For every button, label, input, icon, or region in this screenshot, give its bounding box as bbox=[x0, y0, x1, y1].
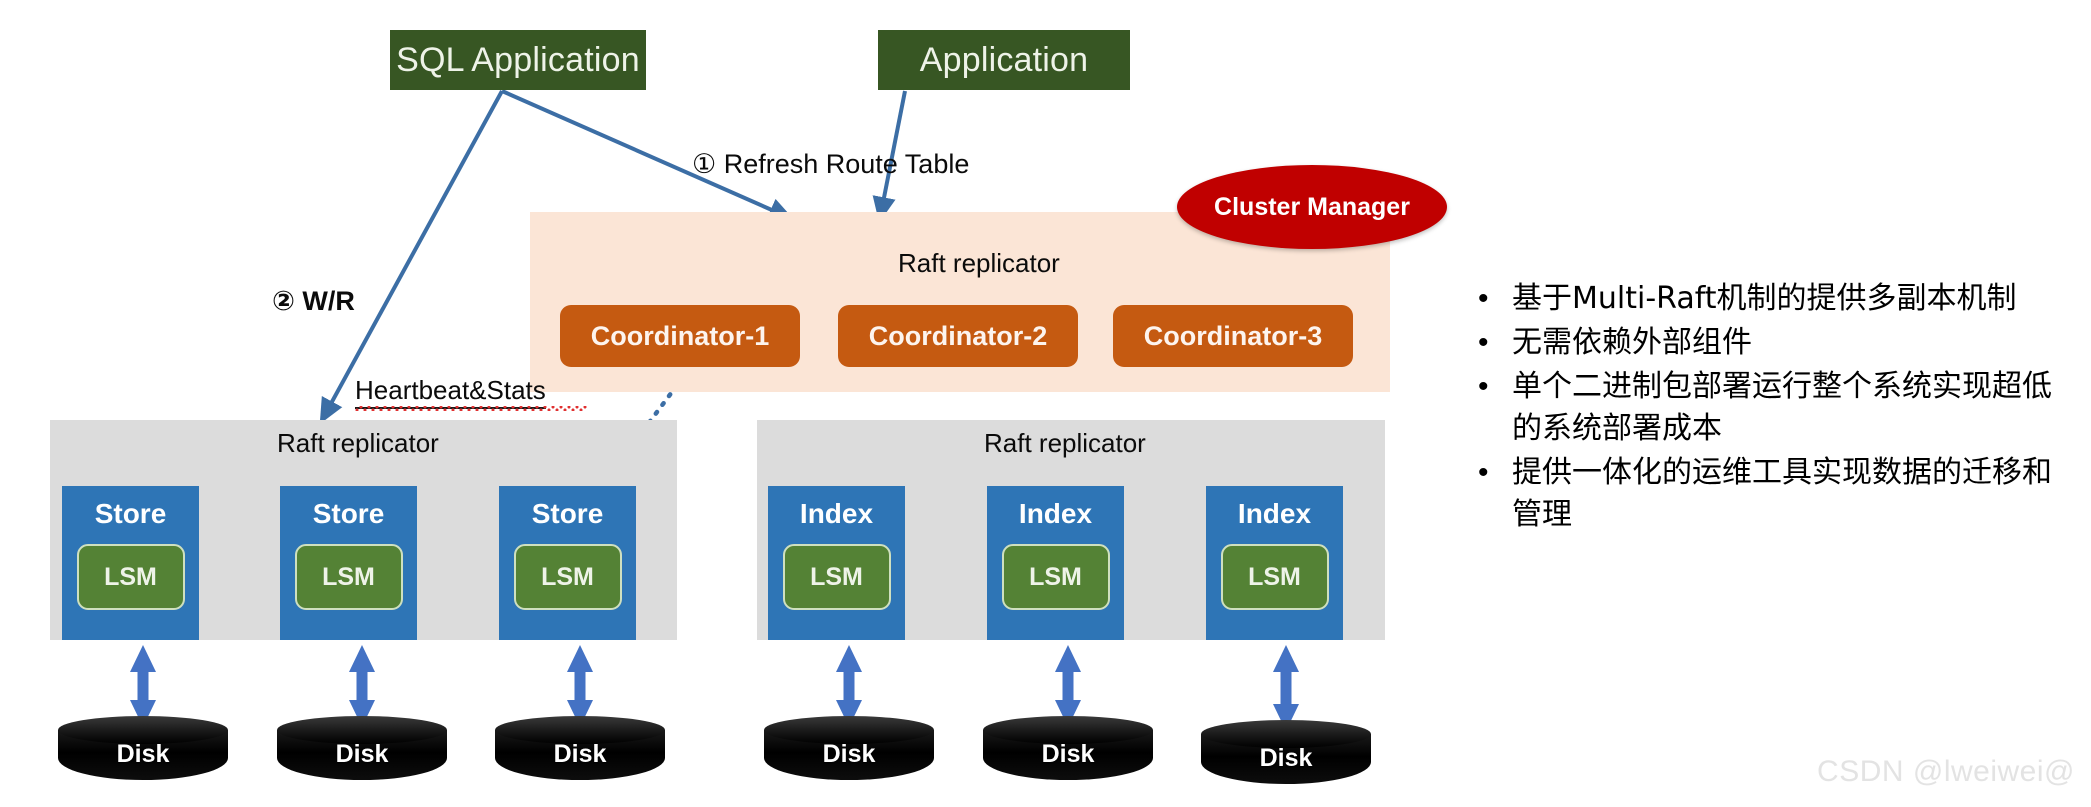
cluster-manager-node[interactable]: Cluster Manager bbox=[1177, 165, 1447, 249]
index-node-2-engine: LSM bbox=[1001, 544, 1110, 610]
disk-6-top bbox=[1201, 720, 1371, 748]
bullet-text: 基于Multi-Raft机制的提供多副本机制 bbox=[1512, 281, 2017, 316]
raft-replicator-label-coordinators: Raft replicator bbox=[898, 248, 1060, 278]
bullet-text: 单个二进制包部署运行整个系统实现超低的系统部署成本 bbox=[1512, 369, 2052, 446]
disk-4-top bbox=[764, 716, 934, 744]
disk-4-label: Disk bbox=[822, 740, 876, 768]
bullet-text: 提供一体化的运维工具实现数据的迁移和管理 bbox=[1512, 455, 2052, 532]
disk-node-1[interactable]: Disk bbox=[58, 716, 228, 784]
sql-application-node[interactable]: SQL Application bbox=[390, 30, 646, 90]
watermark: CSDN @lweiwei@ bbox=[1817, 755, 2075, 788]
edge-sqlapp-to-store bbox=[319, 90, 504, 425]
index-node-3[interactable]: Index LSM bbox=[1206, 486, 1343, 640]
raft-replicator-label-index: Raft replicator bbox=[984, 428, 1146, 458]
store-node-3-title: Store bbox=[531, 498, 604, 529]
raft-replicator-label-store: Raft replicator bbox=[277, 428, 439, 458]
coordinator-node-3-label: Coordinator-3 bbox=[1143, 320, 1323, 351]
coordinator-node-3[interactable]: Coordinator-3 bbox=[1113, 305, 1353, 367]
coordinator-node-1[interactable]: Coordinator-1 bbox=[560, 305, 800, 367]
disk-2-label: Disk bbox=[335, 740, 389, 768]
store-node-1[interactable]: Store LSM bbox=[62, 486, 199, 640]
coordinator-node-2-label: Coordinator-2 bbox=[868, 320, 1048, 351]
store-node-3-engine: LSM bbox=[513, 544, 622, 610]
index-node-1-engine: LSM bbox=[782, 544, 891, 610]
disk-node-2[interactable]: Disk bbox=[277, 716, 447, 784]
bullet-dot-icon: • bbox=[1478, 456, 1489, 489]
arrow-index-2-disk-5 bbox=[1055, 645, 1081, 727]
store-node-2-engine: LSM bbox=[294, 544, 403, 610]
disk-node-6[interactable]: Disk bbox=[1201, 720, 1371, 788]
application-node[interactable]: Application bbox=[878, 30, 1130, 90]
disk-node-3[interactable]: Disk bbox=[495, 716, 665, 784]
bullet-item: • 单个二进制包部署运行整个系统实现超低的系统部署成本 bbox=[1478, 366, 2078, 450]
coordinator-node-1-label: Coordinator-1 bbox=[590, 320, 770, 351]
arrow-store-1-disk-1 bbox=[130, 645, 156, 727]
index-node-3-title: Index bbox=[1237, 498, 1312, 529]
disk-1-label: Disk bbox=[116, 740, 170, 768]
coordinator-node-2[interactable]: Coordinator-2 bbox=[838, 305, 1078, 367]
spellcheck-squiggle bbox=[355, 406, 587, 411]
index-node-3-engine: LSM bbox=[1220, 544, 1329, 610]
disk-5-label: Disk bbox=[1041, 740, 1095, 768]
disk-5-top bbox=[983, 716, 1153, 744]
disk-3-top bbox=[495, 716, 665, 744]
index-node-2[interactable]: Index LSM bbox=[987, 486, 1124, 640]
disk-3-label: Disk bbox=[553, 740, 607, 768]
bullet-item: • 提供一体化的运维工具实现数据的迁移和管理 bbox=[1478, 452, 2078, 536]
refresh-route-table-label: ① Refresh Route Table bbox=[692, 149, 970, 179]
bullet-item: • 无需依赖外部组件 bbox=[1478, 322, 2078, 364]
write-read-label: ② W/R bbox=[272, 286, 355, 316]
index-node-1-title: Index bbox=[799, 498, 874, 529]
disk-node-5[interactable]: Disk bbox=[983, 716, 1153, 784]
bullet-dot-icon: • bbox=[1478, 370, 1489, 403]
sql-application-label: SQL Application bbox=[396, 40, 640, 79]
arrow-store-3-disk-3 bbox=[567, 645, 593, 727]
arrow-store-2-disk-2 bbox=[349, 645, 375, 727]
store-node-2[interactable]: Store LSM bbox=[280, 486, 417, 640]
bullet-dot-icon: • bbox=[1478, 282, 1489, 315]
bullet-item: • 基于Multi-Raft机制的提供多副本机制 bbox=[1478, 278, 2078, 320]
arrow-index-1-disk-4 bbox=[836, 645, 862, 727]
disk-node-4[interactable]: Disk bbox=[764, 716, 934, 784]
store-node-1-title: Store bbox=[94, 498, 167, 529]
feature-bullet-list: • 基于Multi-Raft机制的提供多副本机制 • 无需依赖外部组件 • 单个… bbox=[1478, 278, 2078, 538]
store-node-1-engine: LSM bbox=[76, 544, 185, 610]
store-node-2-title: Store bbox=[312, 498, 385, 529]
disk-2-top bbox=[277, 716, 447, 744]
application-label: Application bbox=[919, 40, 1089, 79]
disk-1-top bbox=[58, 716, 228, 744]
bullet-text: 无需依赖外部组件 bbox=[1512, 325, 1752, 360]
arrow-index-3-disk-6 bbox=[1273, 645, 1299, 731]
heartbeat-stats-label: Heartbeat&Stats bbox=[355, 375, 546, 409]
cluster-manager-label: Cluster Manager bbox=[1214, 192, 1410, 221]
disk-6-label: Disk bbox=[1259, 744, 1313, 772]
index-node-2-title: Index bbox=[1018, 498, 1093, 529]
bullet-dot-icon: • bbox=[1478, 326, 1489, 359]
index-node-1[interactable]: Index LSM bbox=[768, 486, 905, 640]
store-node-3[interactable]: Store LSM bbox=[499, 486, 636, 640]
